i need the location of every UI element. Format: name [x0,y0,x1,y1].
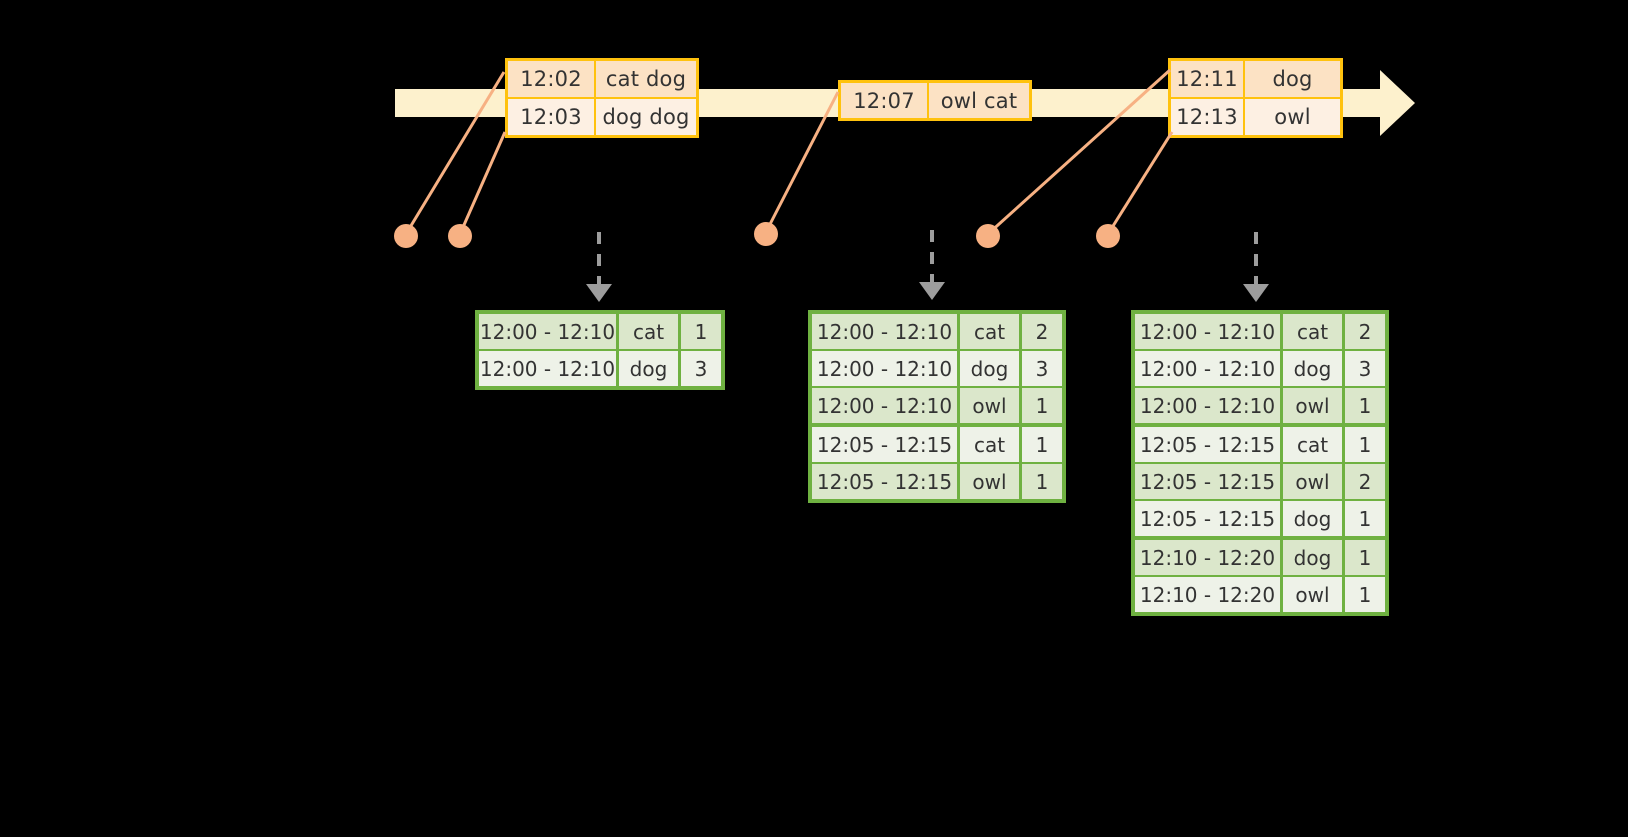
cell-count: 3 [681,351,721,386]
cell-count: 1 [1022,388,1062,423]
cell-count: 1 [1022,464,1062,499]
arrow-stem [597,232,601,290]
cell-key: dog [1283,501,1345,536]
event-time: 12:11 [1171,61,1245,97]
cell-window: 12:05 - 12:15 [812,427,960,462]
cell-key: owl [1283,464,1345,499]
arrow-head [1243,284,1269,302]
event-value: cat dog [596,61,696,97]
cell-window: 12:05 - 12:15 [812,464,960,499]
event-marker-dot [976,224,1000,248]
cell-count: 1 [681,314,721,349]
cell-key: dog [960,351,1022,386]
cell-count: 2 [1022,314,1062,349]
cell-count: 2 [1345,464,1385,499]
cell-count: 2 [1345,314,1385,349]
cell-key: cat [960,427,1022,462]
cell-window: 12:05 - 12:15 [1135,464,1283,499]
event-row: 12:13 owl [1171,97,1340,135]
event-row: 12:03 dog dog [508,97,696,135]
event-time: 12:02 [508,61,596,97]
cell-key: dog [619,351,681,386]
cell-key: owl [1283,388,1345,423]
event-row: 12:11 dog [1171,61,1340,97]
cell-key: cat [960,314,1022,349]
cell-window: 12:00 - 12:10 [1135,351,1283,386]
event-row: 12:07 owl cat [841,83,1029,118]
event-marker-dot [754,222,778,246]
event-value: dog dog [596,99,696,135]
cell-window: 12:05 - 12:15 [1135,427,1283,462]
cell-key: owl [960,388,1022,423]
cell-window: 12:00 - 12:10 [812,314,960,349]
timeline-arrow-head [1380,70,1415,136]
arrow-head [586,284,612,302]
arrow-stem [1254,232,1258,290]
cell-window: 12:00 - 12:10 [812,388,960,423]
event-group-2[interactable]: 12:07 owl cat [838,80,1032,121]
event-value: owl [1245,99,1340,135]
arrow-stem [930,230,934,288]
cell-key: owl [960,464,1022,499]
cell-key: cat [1283,427,1345,462]
cell-count: 1 [1345,427,1385,462]
cell-window: 12:00 - 12:10 [1135,314,1283,349]
arrow-head [919,282,945,300]
cell-window: 12:00 - 12:10 [479,314,619,349]
cell-count: 1 [1345,388,1385,423]
event-marker-dot [448,224,472,248]
event-time: 12:13 [1171,99,1245,135]
cell-window: 12:10 - 12:20 [1135,577,1283,612]
cell-window: 12:00 - 12:10 [1135,388,1283,423]
event-value: dog [1245,61,1340,97]
cell-key: dog [1283,351,1345,386]
cell-window: 12:00 - 12:10 [812,351,960,386]
event-group-1[interactable]: 12:02 cat dog 12:03 dog dog [505,58,699,138]
cell-count: 1 [1345,540,1385,575]
cell-count: 1 [1345,577,1385,612]
event-value: owl cat [929,83,1029,118]
cell-count: 1 [1022,427,1062,462]
cell-key: dog [1283,540,1345,575]
cell-key: cat [619,314,681,349]
cell-window: 12:05 - 12:15 [1135,501,1283,536]
event-time: 12:07 [841,83,929,118]
event-marker-dot [1096,224,1120,248]
cell-key: owl [1283,577,1345,612]
cell-count: 3 [1345,351,1385,386]
cell-count: 1 [1345,501,1385,536]
event-group-3[interactable]: 12:11 dog 12:13 owl [1168,58,1343,138]
event-row: 12:02 cat dog [508,61,696,97]
cell-window: 12:10 - 12:20 [1135,540,1283,575]
event-marker-dot [394,224,418,248]
cell-window: 12:00 - 12:10 [479,351,619,386]
cell-count: 3 [1022,351,1062,386]
cell-key: cat [1283,314,1345,349]
event-time: 12:03 [508,99,596,135]
